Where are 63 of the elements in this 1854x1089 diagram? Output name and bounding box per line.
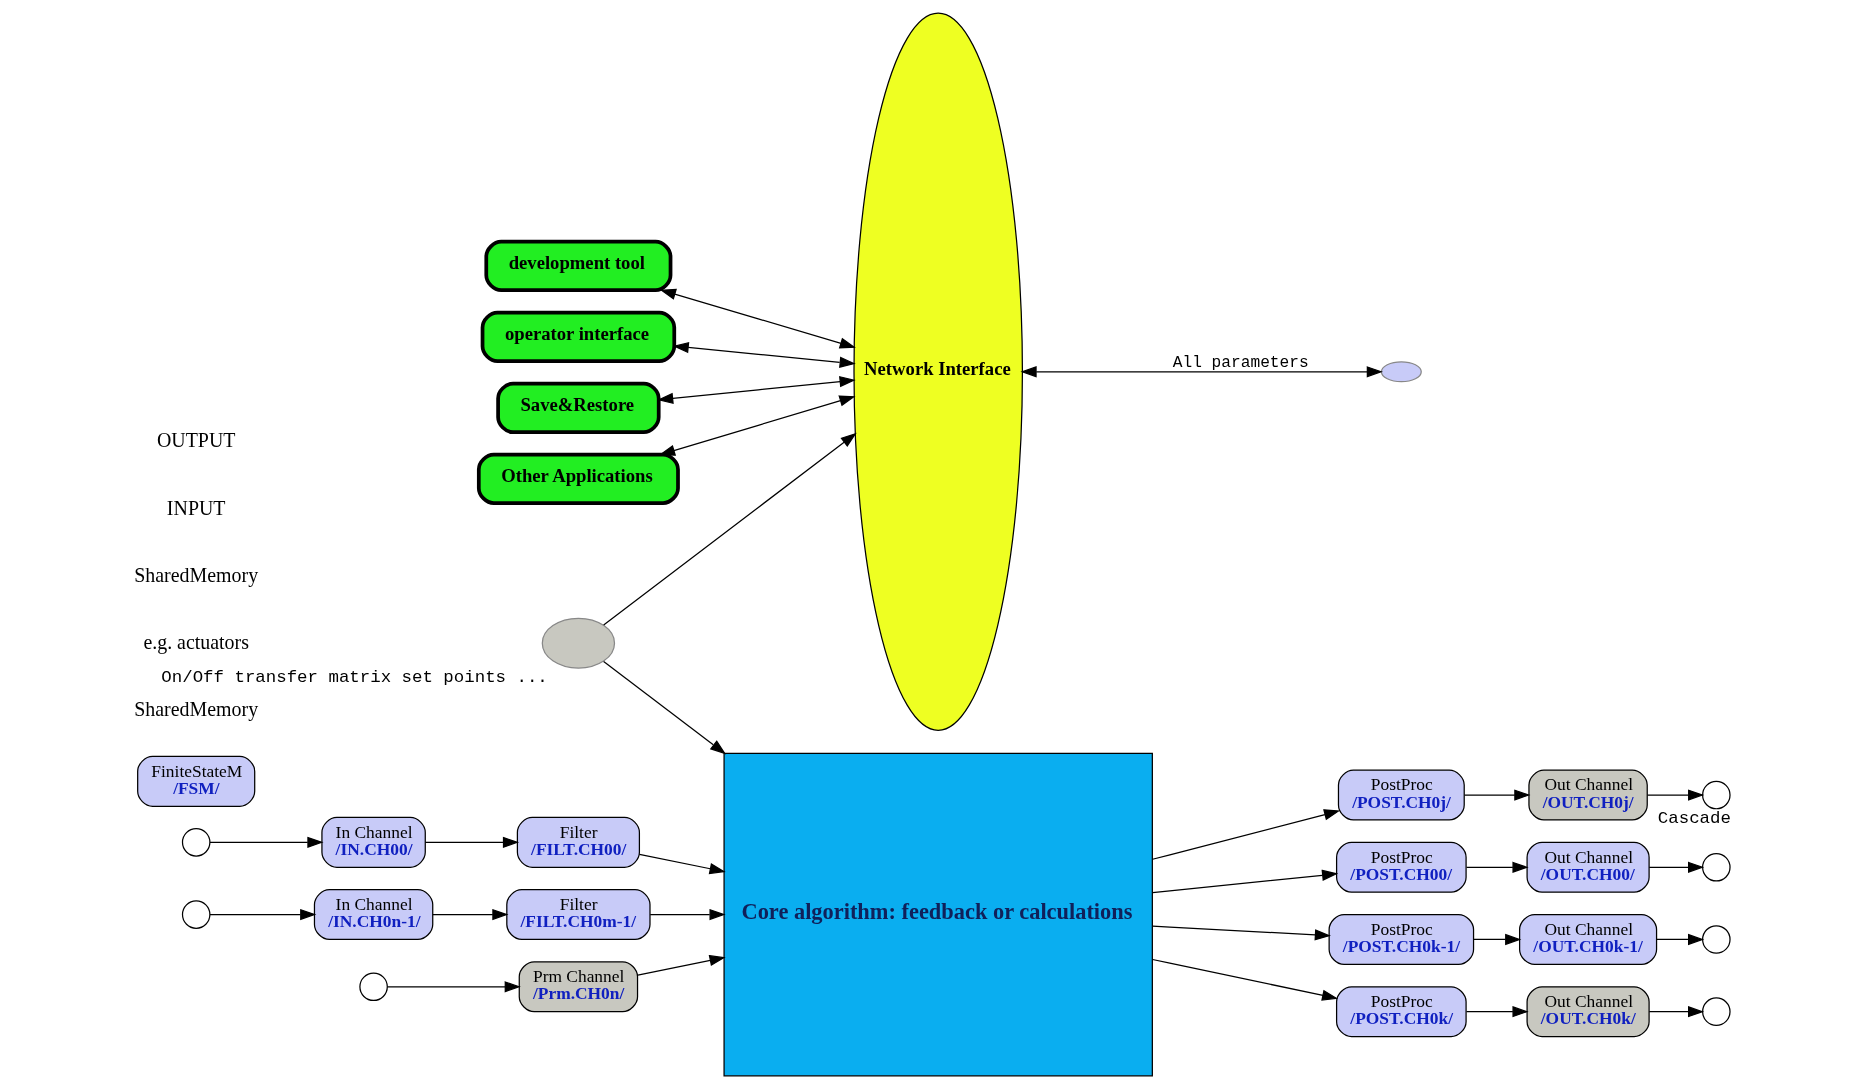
node-box: Out Channel /OUT.CH0j/ xyxy=(1528,769,1648,821)
arrow xyxy=(1151,869,1339,894)
node-box: development tool xyxy=(484,239,673,293)
edge-label: All parameters xyxy=(1172,354,1309,373)
node-box: PostProc /POST.CH0k-1/ xyxy=(1328,913,1475,965)
arrow xyxy=(209,908,317,921)
arrow xyxy=(603,660,727,755)
arrow xyxy=(1656,933,1705,946)
arrow xyxy=(657,375,856,405)
node-box: Out Channel /OUT.CH0k-1/ xyxy=(1519,913,1658,965)
arrow xyxy=(424,836,520,849)
node-circle xyxy=(181,900,211,929)
arrow xyxy=(1151,809,1341,860)
node-box: PostProc /POST.CH0j/ xyxy=(1337,769,1465,821)
arrow xyxy=(432,908,509,921)
node-box: Other Applications xyxy=(476,452,680,505)
label: e.g. actuators xyxy=(143,631,249,654)
node-label: Cascade xyxy=(1657,807,1731,828)
node-box: Out Channel /OUT.CH00/ xyxy=(1526,841,1650,893)
arrow xyxy=(1020,366,1383,378)
node-box: Filter /FILT.CH00/ xyxy=(516,816,641,868)
node-box: In Channel /IN.CH00/ xyxy=(321,816,426,868)
arrow xyxy=(1151,958,1339,1001)
node-box: Prm Channel /Prm.CH0n/ xyxy=(518,961,639,1013)
node-box: Filter /FILT.CH0m-1/ xyxy=(506,889,651,941)
node-box: Core algorithm: feedback or calculations xyxy=(723,752,1153,1077)
arrow xyxy=(1463,789,1531,801)
node-box: In Channel /IN.CH0n-1/ xyxy=(313,889,434,941)
label: INPUT xyxy=(166,496,226,519)
node-circle xyxy=(359,972,388,1002)
arrow xyxy=(1648,861,1705,873)
arrow xyxy=(649,908,726,921)
label: SharedMemory xyxy=(134,563,259,586)
node-circle xyxy=(1702,997,1731,1026)
node-circle xyxy=(181,828,211,857)
arrow xyxy=(386,981,521,993)
arrow xyxy=(1151,925,1331,941)
arrow xyxy=(637,954,726,976)
node-box: operator interface xyxy=(480,310,677,364)
node-box: FiniteStateM /FSM/ xyxy=(137,755,256,807)
node-box: Out Channel /OUT.CH0k/ xyxy=(1526,986,1650,1038)
node-circle xyxy=(1702,925,1731,954)
node-box: Save&Restore xyxy=(496,381,661,434)
arrow xyxy=(659,288,856,349)
arrow xyxy=(1646,789,1705,801)
arrow xyxy=(1648,1006,1705,1018)
arrow xyxy=(638,853,726,875)
node-ellipse xyxy=(1380,361,1422,383)
node-label: On/Off transfer matrix set points ... xyxy=(161,667,548,688)
arrow xyxy=(1465,1006,1529,1018)
arrow xyxy=(1473,933,1522,946)
arrow xyxy=(658,395,856,456)
node-ellipse xyxy=(541,617,616,669)
label: OUTPUT xyxy=(156,429,236,452)
node-box: PostProc /POST.CH00/ xyxy=(1336,841,1467,893)
arrow xyxy=(603,432,857,626)
arrow xyxy=(1465,861,1529,873)
label: SharedMemory xyxy=(134,698,259,721)
node-box: PostProc /POST.CH0k/ xyxy=(1336,986,1467,1038)
node-ellipse: Network Interface xyxy=(853,12,1023,731)
node-circle xyxy=(1702,852,1731,882)
arrow xyxy=(209,836,324,849)
node-circle xyxy=(1702,780,1731,810)
